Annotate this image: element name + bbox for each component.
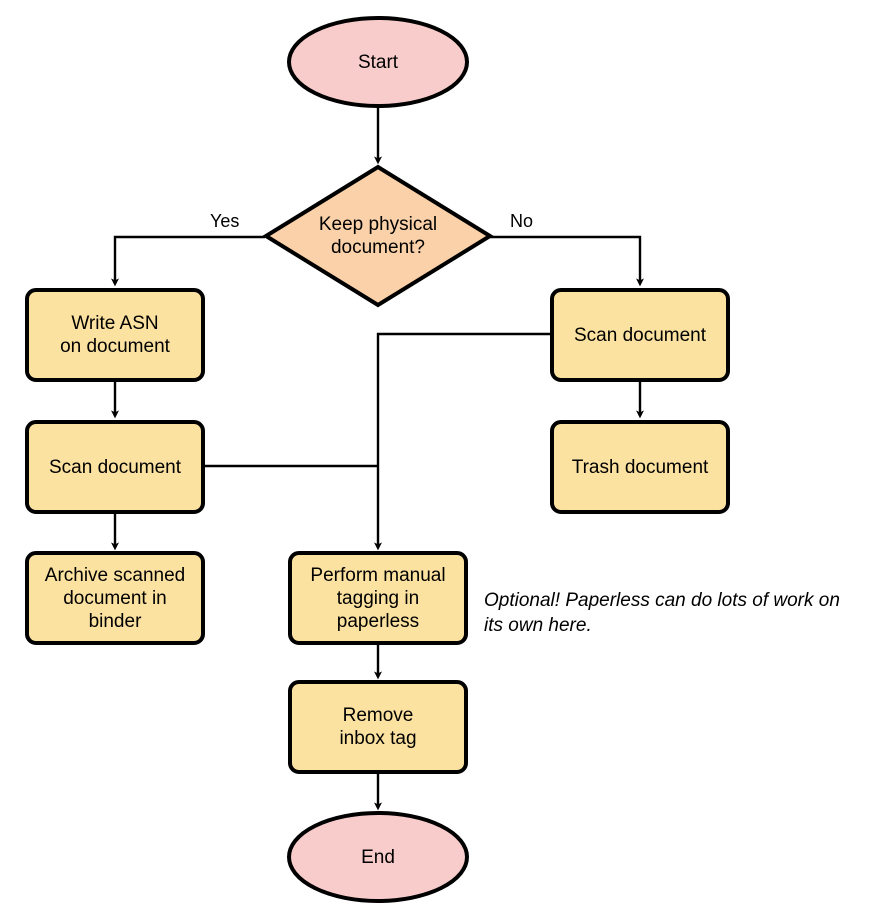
node-decision-keep-physical-document[interactable]	[262, 164, 494, 308]
node-scan-document-right[interactable]	[550, 288, 730, 382]
note-optional-paperless: Optional! Paperless can do lots of work …	[484, 590, 840, 636]
edge-label-no: No	[510, 211, 534, 231]
node-write-asn[interactable]	[25, 288, 205, 382]
node-archive-scanned-document[interactable]	[25, 551, 205, 645]
node-scan-document-left[interactable]	[25, 420, 205, 514]
node-remove-inbox-tag[interactable]	[288, 680, 468, 774]
node-trash-document[interactable]	[550, 420, 730, 514]
edge-decision-no-to-scan-right	[490, 235, 644, 287]
node-start[interactable]	[287, 16, 469, 108]
connector-group	[111, 105, 644, 811]
edge-scan-right-to-tagging	[374, 332, 552, 551]
edge-label-yes: Yes	[210, 211, 240, 231]
node-perform-manual-tagging[interactable]	[288, 551, 468, 645]
node-end[interactable]	[287, 811, 469, 903]
edge-decision-yes-to-write-asn	[111, 235, 265, 287]
